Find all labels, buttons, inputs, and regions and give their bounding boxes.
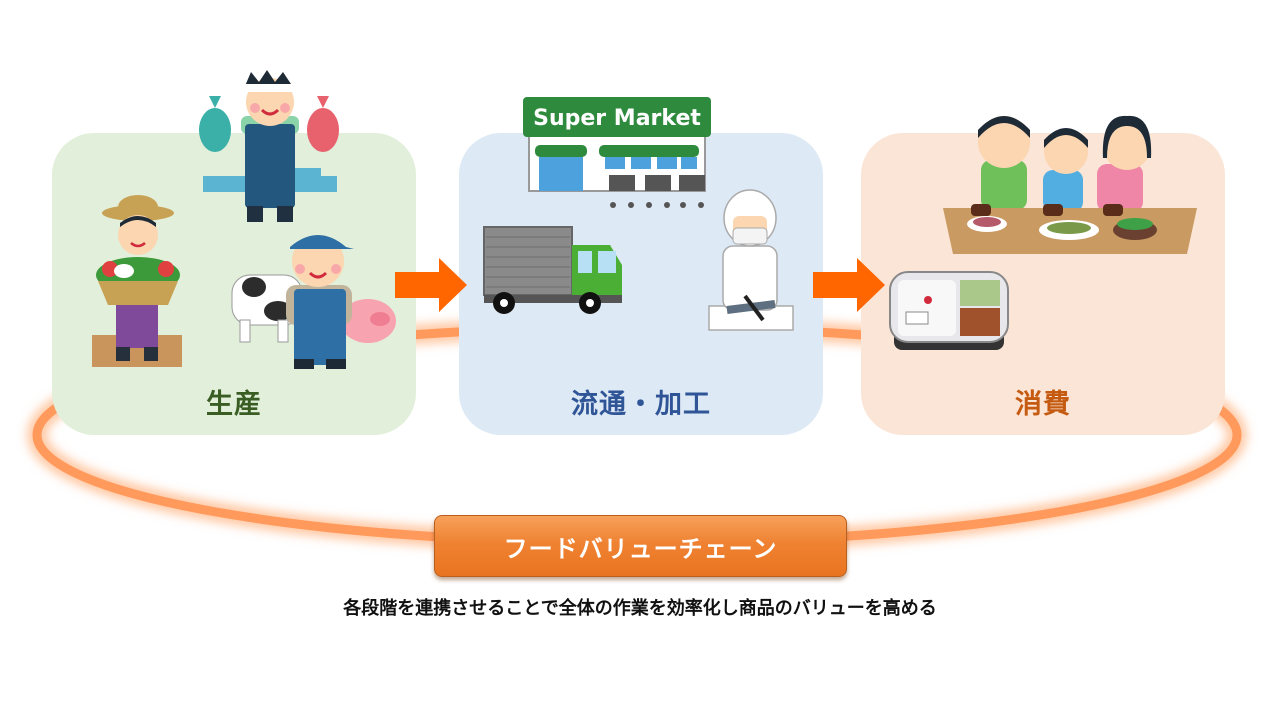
supermarket-sign-text: Super Market — [533, 106, 701, 131]
livestock-farmer-illustration — [231, 235, 396, 369]
stage-label-production: 生産 — [206, 389, 262, 420]
arrow-right-icon — [813, 258, 885, 312]
caption-text: 各段階を連携させることで全体の作業を効率化し商品のバリューを高める — [343, 598, 937, 619]
family-eating-illustration — [943, 115, 1197, 254]
farmer-with-vegetables-illustration — [92, 195, 182, 367]
arrow-right-icon — [395, 258, 467, 312]
supermarket-illustration: Super Market — [523, 97, 711, 208]
stage-label-distribution: 流通・加工 — [571, 389, 711, 420]
bento-box-illustration — [889, 271, 1009, 350]
fisherman-illustration — [199, 70, 339, 222]
food-value-chain-button[interactable]: フードバリューチェーン — [434, 515, 847, 577]
stage-label-consumption: 消費 — [1015, 389, 1071, 420]
food-processing-worker-illustration — [708, 189, 794, 331]
delivery-truck-illustration — [483, 226, 622, 314]
